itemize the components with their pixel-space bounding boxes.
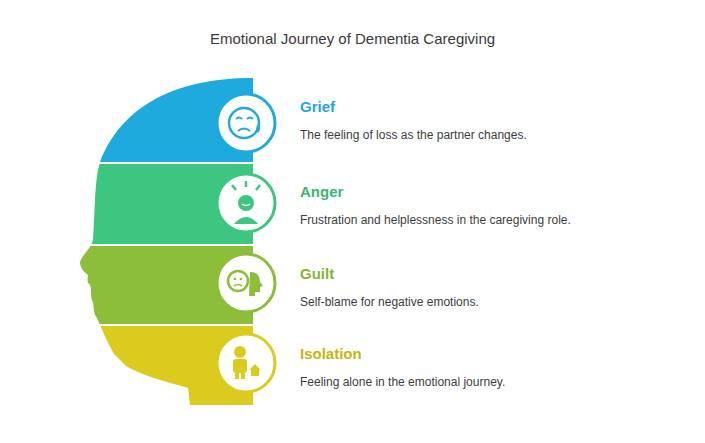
item-text: GriefThe feeling of loss as the partner …: [300, 98, 690, 144]
item-text: GuiltSelf-blame for negative emotions.: [300, 265, 690, 311]
anger-band-node: AngerFrustration and helplessness in the…: [80, 163, 620, 245]
item-text: AngerFrustration and helplessness in the…: [300, 183, 690, 229]
isolation-band-node: IsolationFeeling alone in the emotional …: [80, 325, 620, 405]
item-description: Frustration and helplessness in the care…: [300, 213, 690, 229]
guilt-icon: [217, 254, 275, 312]
grief-icon: [217, 94, 275, 152]
item-heading: Grief: [300, 98, 690, 115]
item-description: The feeling of loss as the partner chang…: [300, 128, 690, 144]
diagram-title: Emotional Journey of Dementia Caregiving: [0, 30, 705, 47]
item-description: Feeling alone in the emotional journey.: [300, 375, 690, 391]
item-heading: Isolation: [300, 345, 690, 362]
grief-band-node: GriefThe feeling of loss as the partner …: [80, 78, 620, 163]
item-heading: Guilt: [300, 265, 690, 282]
item-text: IsolationFeeling alone in the emotional …: [300, 345, 690, 391]
anger-icon: [217, 174, 275, 232]
item-description: Self-blame for negative emotions.: [300, 295, 690, 311]
guilt-band-node: GuiltSelf-blame for negative emotions.: [80, 245, 620, 325]
isolation-icon: [217, 334, 275, 392]
item-heading: Anger: [300, 183, 690, 200]
